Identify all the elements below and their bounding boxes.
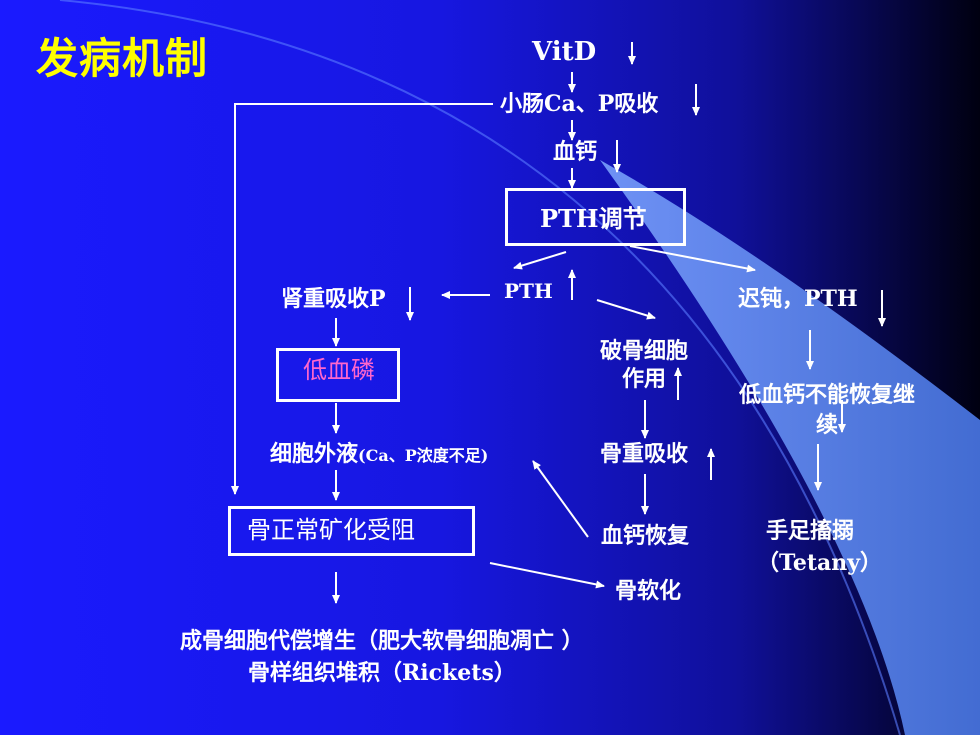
- ecf-main-text: 细胞外液: [270, 441, 359, 467]
- hypophosphatemia-label: 低血磷: [303, 356, 375, 384]
- kidney-reabsorption-label: 肾重吸收P: [281, 286, 386, 312]
- decorative-swoosh: [600, 160, 980, 735]
- blood-calcium-recovery-label: 血钙恢复: [601, 523, 690, 549]
- osteomalacia-label: 骨软化: [615, 578, 682, 604]
- slide-title: 发病机制: [36, 34, 209, 83]
- osteoid-line: 骨样组织堆积（Rickets）: [248, 660, 516, 686]
- blood-calcium-label: 血钙: [553, 139, 598, 165]
- intestine-absorption-label: 小肠Ca、P吸收: [500, 91, 659, 117]
- bone-resorption-label: 骨重吸收: [600, 441, 689, 467]
- tetany-en-label: （Tetany）: [757, 550, 883, 576]
- tetany-label: 手足搐搦: [766, 518, 855, 544]
- ecf-sub-text: (Ca、P浓度不足): [358, 446, 489, 465]
- hypocalcemia-persist-label: 低血钙不能恢复继续: [738, 382, 915, 438]
- pth-label: PTH: [504, 279, 553, 303]
- osteoclast-label: 破骨细胞作用: [599, 338, 688, 392]
- ecf-label: 细胞外液(Ca、P浓度不足): [270, 443, 488, 465]
- delayed-pth-label: 迟钝，PTH: [738, 286, 858, 312]
- pth-regulation-label: PTH调节: [540, 204, 647, 233]
- pth-regulation-box: [505, 188, 686, 246]
- osteoblast-line: 成骨细胞代偿增生（肥大软骨细胞凋亡 ）: [180, 628, 584, 654]
- decorative-arc: [59, 0, 901, 735]
- vitd-label: VitD: [532, 37, 597, 67]
- mineralization-blocked-label: 骨正常矿化受阻: [247, 516, 415, 544]
- mineralization-box: [228, 506, 475, 556]
